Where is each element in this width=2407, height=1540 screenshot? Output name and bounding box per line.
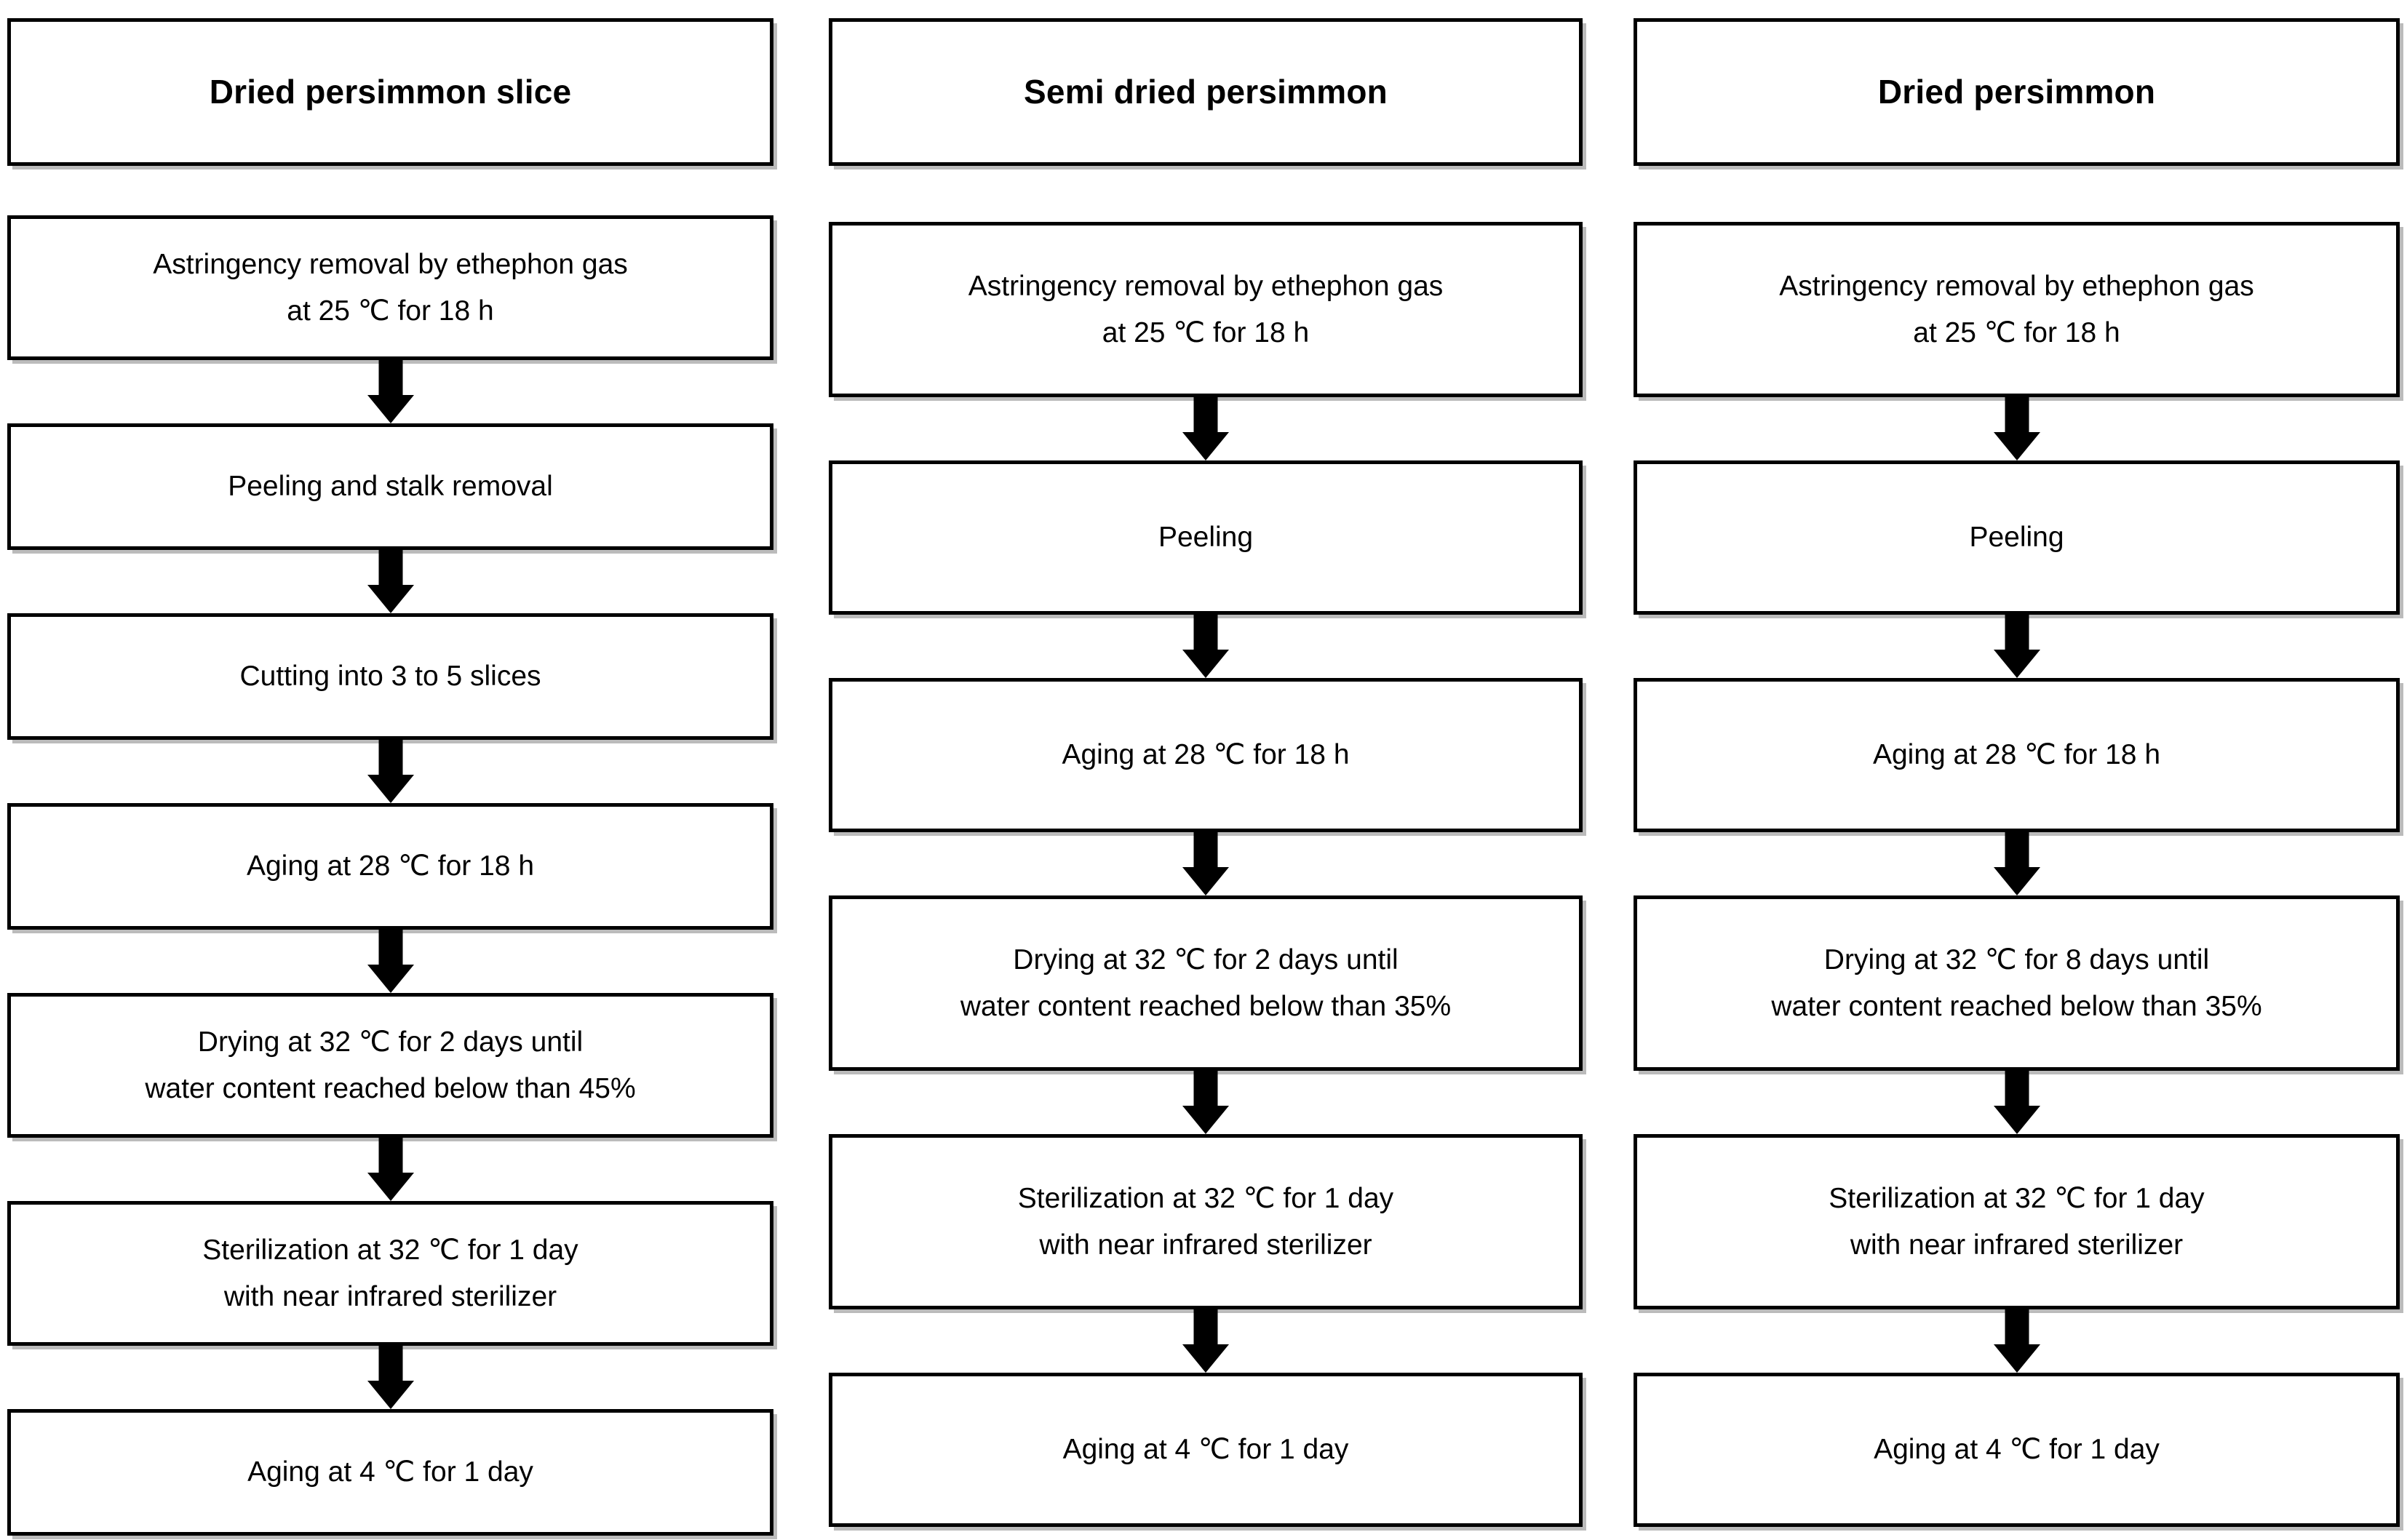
- flow-column-dried-persimmon: Dried persimmon Astringency removal by e…: [1634, 0, 2400, 1540]
- down-arrow-icon-0-4: [367, 1138, 414, 1201]
- column-title-box-2: Dried persimmon: [1634, 18, 2400, 166]
- process-text-2-3: Drying at 32 ℃ for 8 days until water co…: [1758, 937, 2275, 1029]
- process-text-0-1: Peeling and stalk removal: [215, 463, 566, 509]
- process-line1-0-1: Peeling and stalk removal: [228, 471, 553, 503]
- process-box-0-4: Drying at 32 ℃ for 2 days until water co…: [7, 993, 773, 1138]
- process-text-2-4: Sterilization at 32 ℃ for 1 day with nea…: [1815, 1176, 2217, 1267]
- process-line1-1-4: Sterilization at 32 ℃ for 1 day: [1017, 1183, 1394, 1215]
- process-line1-1-5: Aging at 4 ℃ for 1 day: [1062, 1434, 1349, 1466]
- down-arrow-icon-0-5: [367, 1346, 414, 1409]
- process-text-1-4: Sterilization at 32 ℃ for 1 day with nea…: [1005, 1176, 1407, 1267]
- process-line1-0-0: Astringency removal by ethephon gas: [153, 249, 628, 281]
- down-arrow-icon-1-2: [1182, 832, 1229, 895]
- process-line1-0-4: Drying at 32 ℃ for 2 days until: [197, 1026, 584, 1058]
- flow-column-semi-dried-persimmon: Semi dried persimmon Astringency removal…: [829, 0, 1583, 1540]
- process-line2-1-4: with near infrared sterilizer: [1039, 1229, 1372, 1261]
- process-box-1-5: Aging at 4 ℃ for 1 day: [829, 1373, 1583, 1527]
- column-title-box-1: Semi dried persimmon: [829, 18, 1583, 166]
- process-line1-1-0: Astringency removal by ethephon gas: [968, 271, 1444, 303]
- process-line1-2-1: Peeling: [1969, 522, 2064, 554]
- process-line1-1-2: Aging at 28 ℃ for 18 h: [1062, 739, 1350, 771]
- process-line1-2-3: Drying at 32 ℃ for 8 days until: [1823, 944, 2210, 976]
- process-text-0-4: Drying at 32 ℃ for 2 days until water co…: [132, 1019, 648, 1111]
- process-line2-0-0: at 25 ℃ for 18 h: [287, 295, 494, 327]
- process-box-2-1: Peeling: [1634, 460, 2400, 615]
- process-line1-0-5: Sterilization at 32 ℃ for 1 day: [202, 1234, 578, 1266]
- process-line1-2-4: Sterilization at 32 ℃ for 1 day: [1829, 1183, 2205, 1215]
- process-box-0-2: Cutting into 3 to 5 slices: [7, 613, 773, 740]
- process-box-1-0: Astringency removal by ethephon gas at 2…: [829, 222, 1583, 397]
- process-line2-1-0: at 25 ℃ for 18 h: [1102, 316, 1310, 348]
- process-line2-0-4: water content reached below than 45%: [145, 1072, 636, 1104]
- process-box-2-2: Aging at 28 ℃ for 18 h: [1634, 678, 2400, 832]
- process-text-0-0: Astringency removal by ethephon gas at 2…: [140, 242, 641, 333]
- down-arrow-icon-1-3: [1182, 1071, 1229, 1134]
- process-box-1-4: Sterilization at 32 ℃ for 1 day with nea…: [829, 1134, 1583, 1309]
- column-title-0: Dried persimmon slice: [209, 73, 572, 111]
- down-arrow-icon-1-1: [1182, 615, 1229, 678]
- flow-column-dried-persimmon-slice: Dried persimmon slice Astringency remova…: [7, 0, 773, 1540]
- process-box-1-1: Peeling: [829, 460, 1583, 615]
- process-text-2-5: Aging at 4 ℃ for 1 day: [1861, 1427, 2173, 1472]
- process-box-2-4: Sterilization at 32 ℃ for 1 day with nea…: [1634, 1134, 2400, 1309]
- down-arrow-icon-0-1: [367, 550, 414, 613]
- process-line1-1-3: Drying at 32 ℃ for 2 days until: [1013, 944, 1399, 976]
- process-text-1-0: Astringency removal by ethephon gas at 2…: [955, 263, 1457, 355]
- process-box-0-5: Sterilization at 32 ℃ for 1 day with nea…: [7, 1201, 773, 1346]
- process-line2-2-3: water content reached below than 35%: [1771, 990, 2262, 1022]
- process-box-0-0: Astringency removal by ethephon gas at 2…: [7, 215, 773, 360]
- process-box-1-2: Aging at 28 ℃ for 18 h: [829, 678, 1583, 832]
- process-box-0-1: Peeling and stalk removal: [7, 423, 773, 550]
- process-line1-1-1: Peeling: [1158, 522, 1254, 554]
- process-text-0-3: Aging at 28 ℃ for 18 h: [234, 843, 547, 889]
- process-line1-0-3: Aging at 28 ℃ for 18 h: [246, 850, 535, 882]
- process-box-2-5: Aging at 4 ℃ for 1 day: [1634, 1373, 2400, 1527]
- column-title-box-0: Dried persimmon slice: [7, 18, 773, 166]
- process-line1-0-6: Aging at 4 ℃ for 1 day: [247, 1456, 533, 1488]
- process-text-1-5: Aging at 4 ℃ for 1 day: [1050, 1427, 1362, 1472]
- process-box-2-3: Drying at 32 ℃ for 8 days until water co…: [1634, 895, 2400, 1071]
- down-arrow-icon-2-3: [1993, 1071, 2040, 1134]
- process-text-2-0: Astringency removal by ethephon gas at 2…: [1766, 263, 2267, 355]
- process-box-0-3: Aging at 28 ℃ for 18 h: [7, 803, 773, 930]
- process-line2-0-5: with near infrared sterilizer: [223, 1280, 557, 1312]
- down-arrow-icon-2-2: [1993, 832, 2040, 895]
- process-text-1-3: Drying at 32 ℃ for 2 days until water co…: [947, 937, 1464, 1029]
- down-arrow-icon-0-2: [367, 740, 414, 803]
- down-arrow-icon-0-3: [367, 930, 414, 993]
- column-title-2: Dried persimmon: [1877, 73, 2156, 111]
- process-box-0-6: Aging at 4 ℃ for 1 day: [7, 1409, 773, 1536]
- process-line2-2-4: with near infrared sterilizer: [1850, 1229, 2184, 1261]
- process-text-0-2: Cutting into 3 to 5 slices: [226, 653, 554, 699]
- process-line1-2-2: Aging at 28 ℃ for 18 h: [1872, 739, 2161, 771]
- process-line2-1-3: water content reached below than 35%: [960, 990, 1452, 1022]
- down-arrow-icon-2-4: [1993, 1309, 2040, 1373]
- process-text-0-6: Aging at 4 ℃ for 1 day: [234, 1449, 546, 1495]
- down-arrow-icon-1-0: [1182, 397, 1229, 460]
- down-arrow-icon-0-0: [367, 360, 414, 423]
- down-arrow-icon-2-0: [1993, 397, 2040, 460]
- process-line1-0-2: Cutting into 3 to 5 slices: [239, 661, 541, 693]
- down-arrow-icon-1-4: [1182, 1309, 1229, 1373]
- process-line1-2-0: Astringency removal by ethephon gas: [1779, 271, 2254, 303]
- process-line2-2-0: at 25 ℃ for 18 h: [1913, 316, 2120, 348]
- process-text-1-1: Peeling: [1145, 514, 1266, 560]
- down-arrow-icon-2-1: [1993, 615, 2040, 678]
- process-text-2-2: Aging at 28 ℃ for 18 h: [1860, 732, 2173, 778]
- process-box-1-3: Drying at 32 ℃ for 2 days until water co…: [829, 895, 1583, 1071]
- process-line1-2-5: Aging at 4 ℃ for 1 day: [1874, 1434, 2160, 1466]
- process-box-2-0: Astringency removal by ethephon gas at 2…: [1634, 222, 2400, 397]
- process-text-0-5: Sterilization at 32 ℃ for 1 day with nea…: [189, 1227, 591, 1319]
- process-text-1-2: Aging at 28 ℃ for 18 h: [1049, 732, 1362, 778]
- column-title-1: Semi dried persimmon: [1024, 73, 1388, 111]
- process-text-2-1: Peeling: [1956, 514, 2077, 560]
